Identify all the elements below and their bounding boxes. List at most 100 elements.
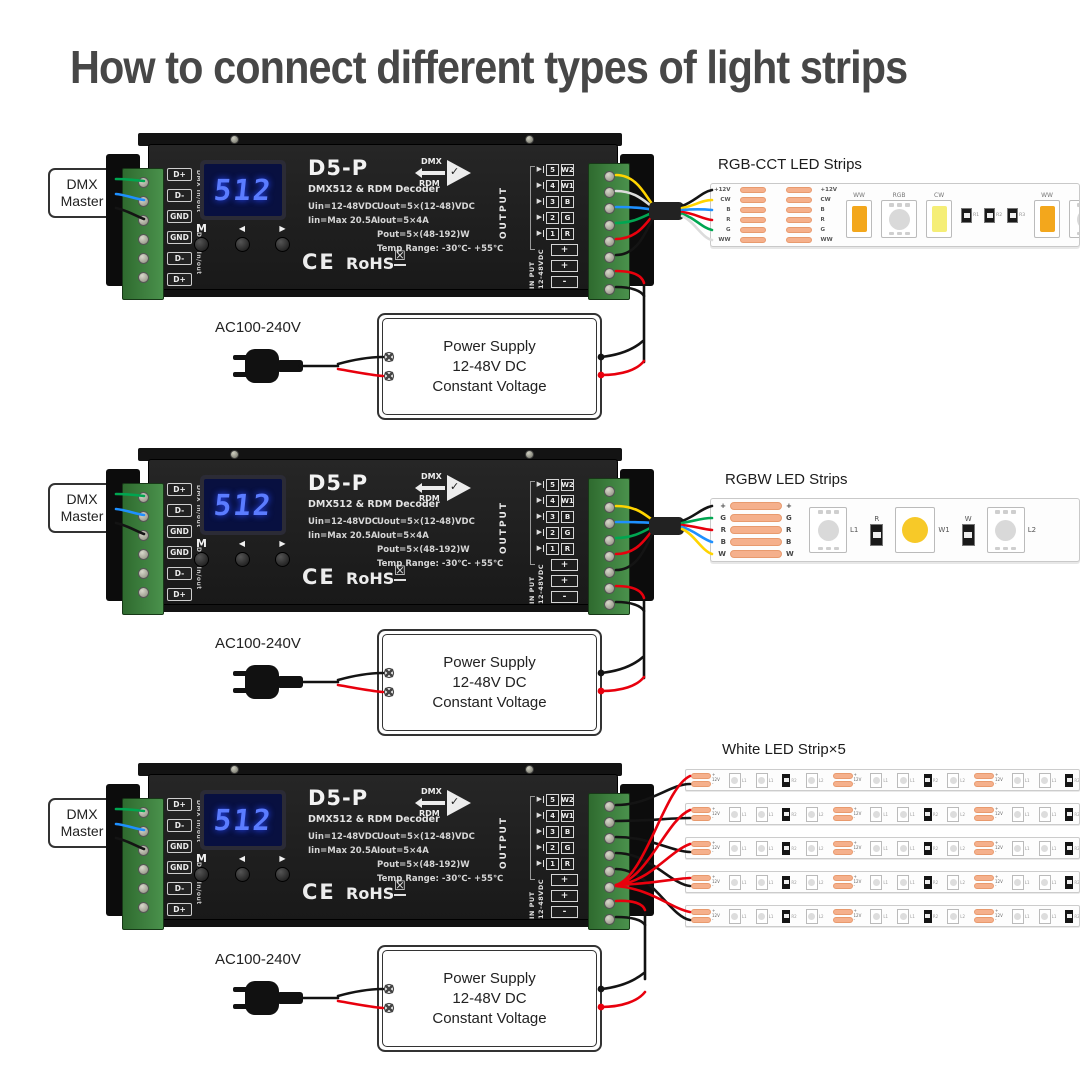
terminal-label: D- xyxy=(167,882,192,895)
menu-button: M xyxy=(194,222,209,252)
channel-number: 2 xyxy=(546,841,559,854)
led-diode-icon: ▶ xyxy=(536,213,544,221)
left-arrow-icon xyxy=(415,168,445,178)
ce-mark: CE xyxy=(302,250,336,274)
led-module: L1 xyxy=(897,908,915,924)
resistor: R2 xyxy=(923,841,938,855)
terminal-label: D+ xyxy=(167,798,192,811)
input-minus-row: - xyxy=(535,590,578,603)
dmx-master-box: DMX Master xyxy=(48,798,116,848)
terminal-screw xyxy=(603,583,615,595)
dmx-inout-label: DMX In/out xyxy=(195,232,202,275)
plug-prong xyxy=(233,987,249,992)
terminal-screw xyxy=(603,534,615,546)
terminal-label: GND xyxy=(167,546,192,559)
output-label: OUTPUT xyxy=(499,186,509,240)
terminal-label: D+ xyxy=(167,273,192,286)
terminal-screw xyxy=(137,807,149,818)
led-module: L1 xyxy=(897,772,915,788)
terminal-screw xyxy=(603,801,615,812)
right-arrow-icon xyxy=(447,790,471,816)
resistor: W xyxy=(961,515,975,546)
rgb-led-chip xyxy=(1076,208,1079,230)
output-label: OUTPUT xyxy=(499,501,509,555)
led-module: L1 xyxy=(897,874,915,890)
white-led-module: W1 xyxy=(895,507,950,553)
solder-pad xyxy=(974,874,994,881)
solder-pad xyxy=(785,186,812,194)
solder-pad xyxy=(832,882,853,889)
plug-neck xyxy=(277,992,303,1004)
resistor: R2 xyxy=(782,875,797,889)
button-row: M ◀ ▶ xyxy=(194,537,290,567)
button-cap xyxy=(234,867,250,882)
top-flange xyxy=(138,133,622,146)
left-arrow-icon xyxy=(415,483,445,493)
terminal-screw xyxy=(137,826,149,837)
terminal-screw xyxy=(137,511,149,522)
left-arrow-icon xyxy=(415,798,445,808)
channel-row: ▶ 1 R xyxy=(535,542,578,555)
terminal-screw xyxy=(137,568,149,579)
next-button: ▶ xyxy=(275,852,290,882)
specs-left: Uin=12-48VDC Iin=Max 20.5A xyxy=(308,200,378,228)
button-row: M ◀ ▶ xyxy=(194,852,290,882)
decoder-section-2: D+ D- GND GND D- D+ DMX In/out DMX In/ou… xyxy=(106,445,654,615)
input-minus-row: - xyxy=(535,905,578,918)
resistor: R2 xyxy=(1065,807,1079,821)
solder-pad xyxy=(974,840,994,847)
led-module: L1 xyxy=(897,806,915,822)
solder-pad xyxy=(974,882,994,889)
decoder-section-1: D+ D- GND GND D- D+ DMX In/out DMX In/ou… xyxy=(106,130,654,300)
led-module: L1 xyxy=(755,772,773,788)
plug-body xyxy=(245,349,279,383)
terminal-label: D+ xyxy=(167,903,192,916)
case-screw xyxy=(525,765,534,774)
solder-pad xyxy=(691,840,711,847)
right-arrow-icon: ▶ xyxy=(279,539,286,548)
solder-pads: +12V- xyxy=(691,806,720,821)
psu-line1: Power Supply xyxy=(443,970,536,987)
right-arrow-icon xyxy=(447,475,471,501)
ww-led-chip xyxy=(1039,206,1055,232)
output-channels: ▶ 5 W2 ▶ 4 W1 ▶ 3 B ▶ 2 G ▶ 1 R xyxy=(535,163,578,288)
model-label: D5-P xyxy=(308,786,369,810)
input-plus-row: + xyxy=(535,889,578,902)
led-module: L1 xyxy=(1038,806,1056,822)
channel-schematic-bracket xyxy=(530,796,535,880)
solder-pads: +12V- xyxy=(832,874,861,889)
dmx-master-3: DMX Master xyxy=(48,798,116,848)
channel-name: R xyxy=(561,227,574,240)
channel-row: ▶ 5 W2 xyxy=(535,163,578,176)
ww-led-module: WW xyxy=(846,192,873,238)
dmx-master-line2: Master xyxy=(60,193,104,209)
plus-terminal-label: + xyxy=(551,259,578,272)
led-module: L1 xyxy=(870,806,888,822)
led-module: L1 xyxy=(1011,908,1030,924)
input-plus-row: + xyxy=(535,574,578,587)
led-display: 512 xyxy=(200,790,286,850)
logo-dmx-text: DMX xyxy=(421,157,442,166)
terminal-screw xyxy=(603,566,615,578)
led-diode-icon: ▶ xyxy=(536,544,544,552)
solder-pad xyxy=(974,848,994,855)
terminal-screw xyxy=(603,219,615,231)
solder-pad xyxy=(691,848,711,855)
button-row: M ◀ ▶ xyxy=(194,222,290,252)
strip-title-rgbw: RGBW LED Strips xyxy=(725,471,848,488)
terminal-screw xyxy=(137,902,149,913)
terminal-label: D+ xyxy=(167,168,192,181)
terminal-screw xyxy=(137,196,149,207)
display-screen: 512 xyxy=(204,479,282,531)
menu-button: M xyxy=(194,852,209,882)
led-module: L2 xyxy=(805,874,824,890)
channel-number: 1 xyxy=(546,857,559,870)
solder-pads: +12V- xyxy=(974,840,1003,855)
ac-plug-icon xyxy=(233,349,303,383)
led-module: L1 xyxy=(1011,806,1030,822)
dmx-inout-label: DMX In/out xyxy=(195,485,202,528)
output-plus-row: + xyxy=(535,873,578,886)
led-module: L1 xyxy=(1038,908,1056,924)
button-label: M xyxy=(196,537,207,550)
